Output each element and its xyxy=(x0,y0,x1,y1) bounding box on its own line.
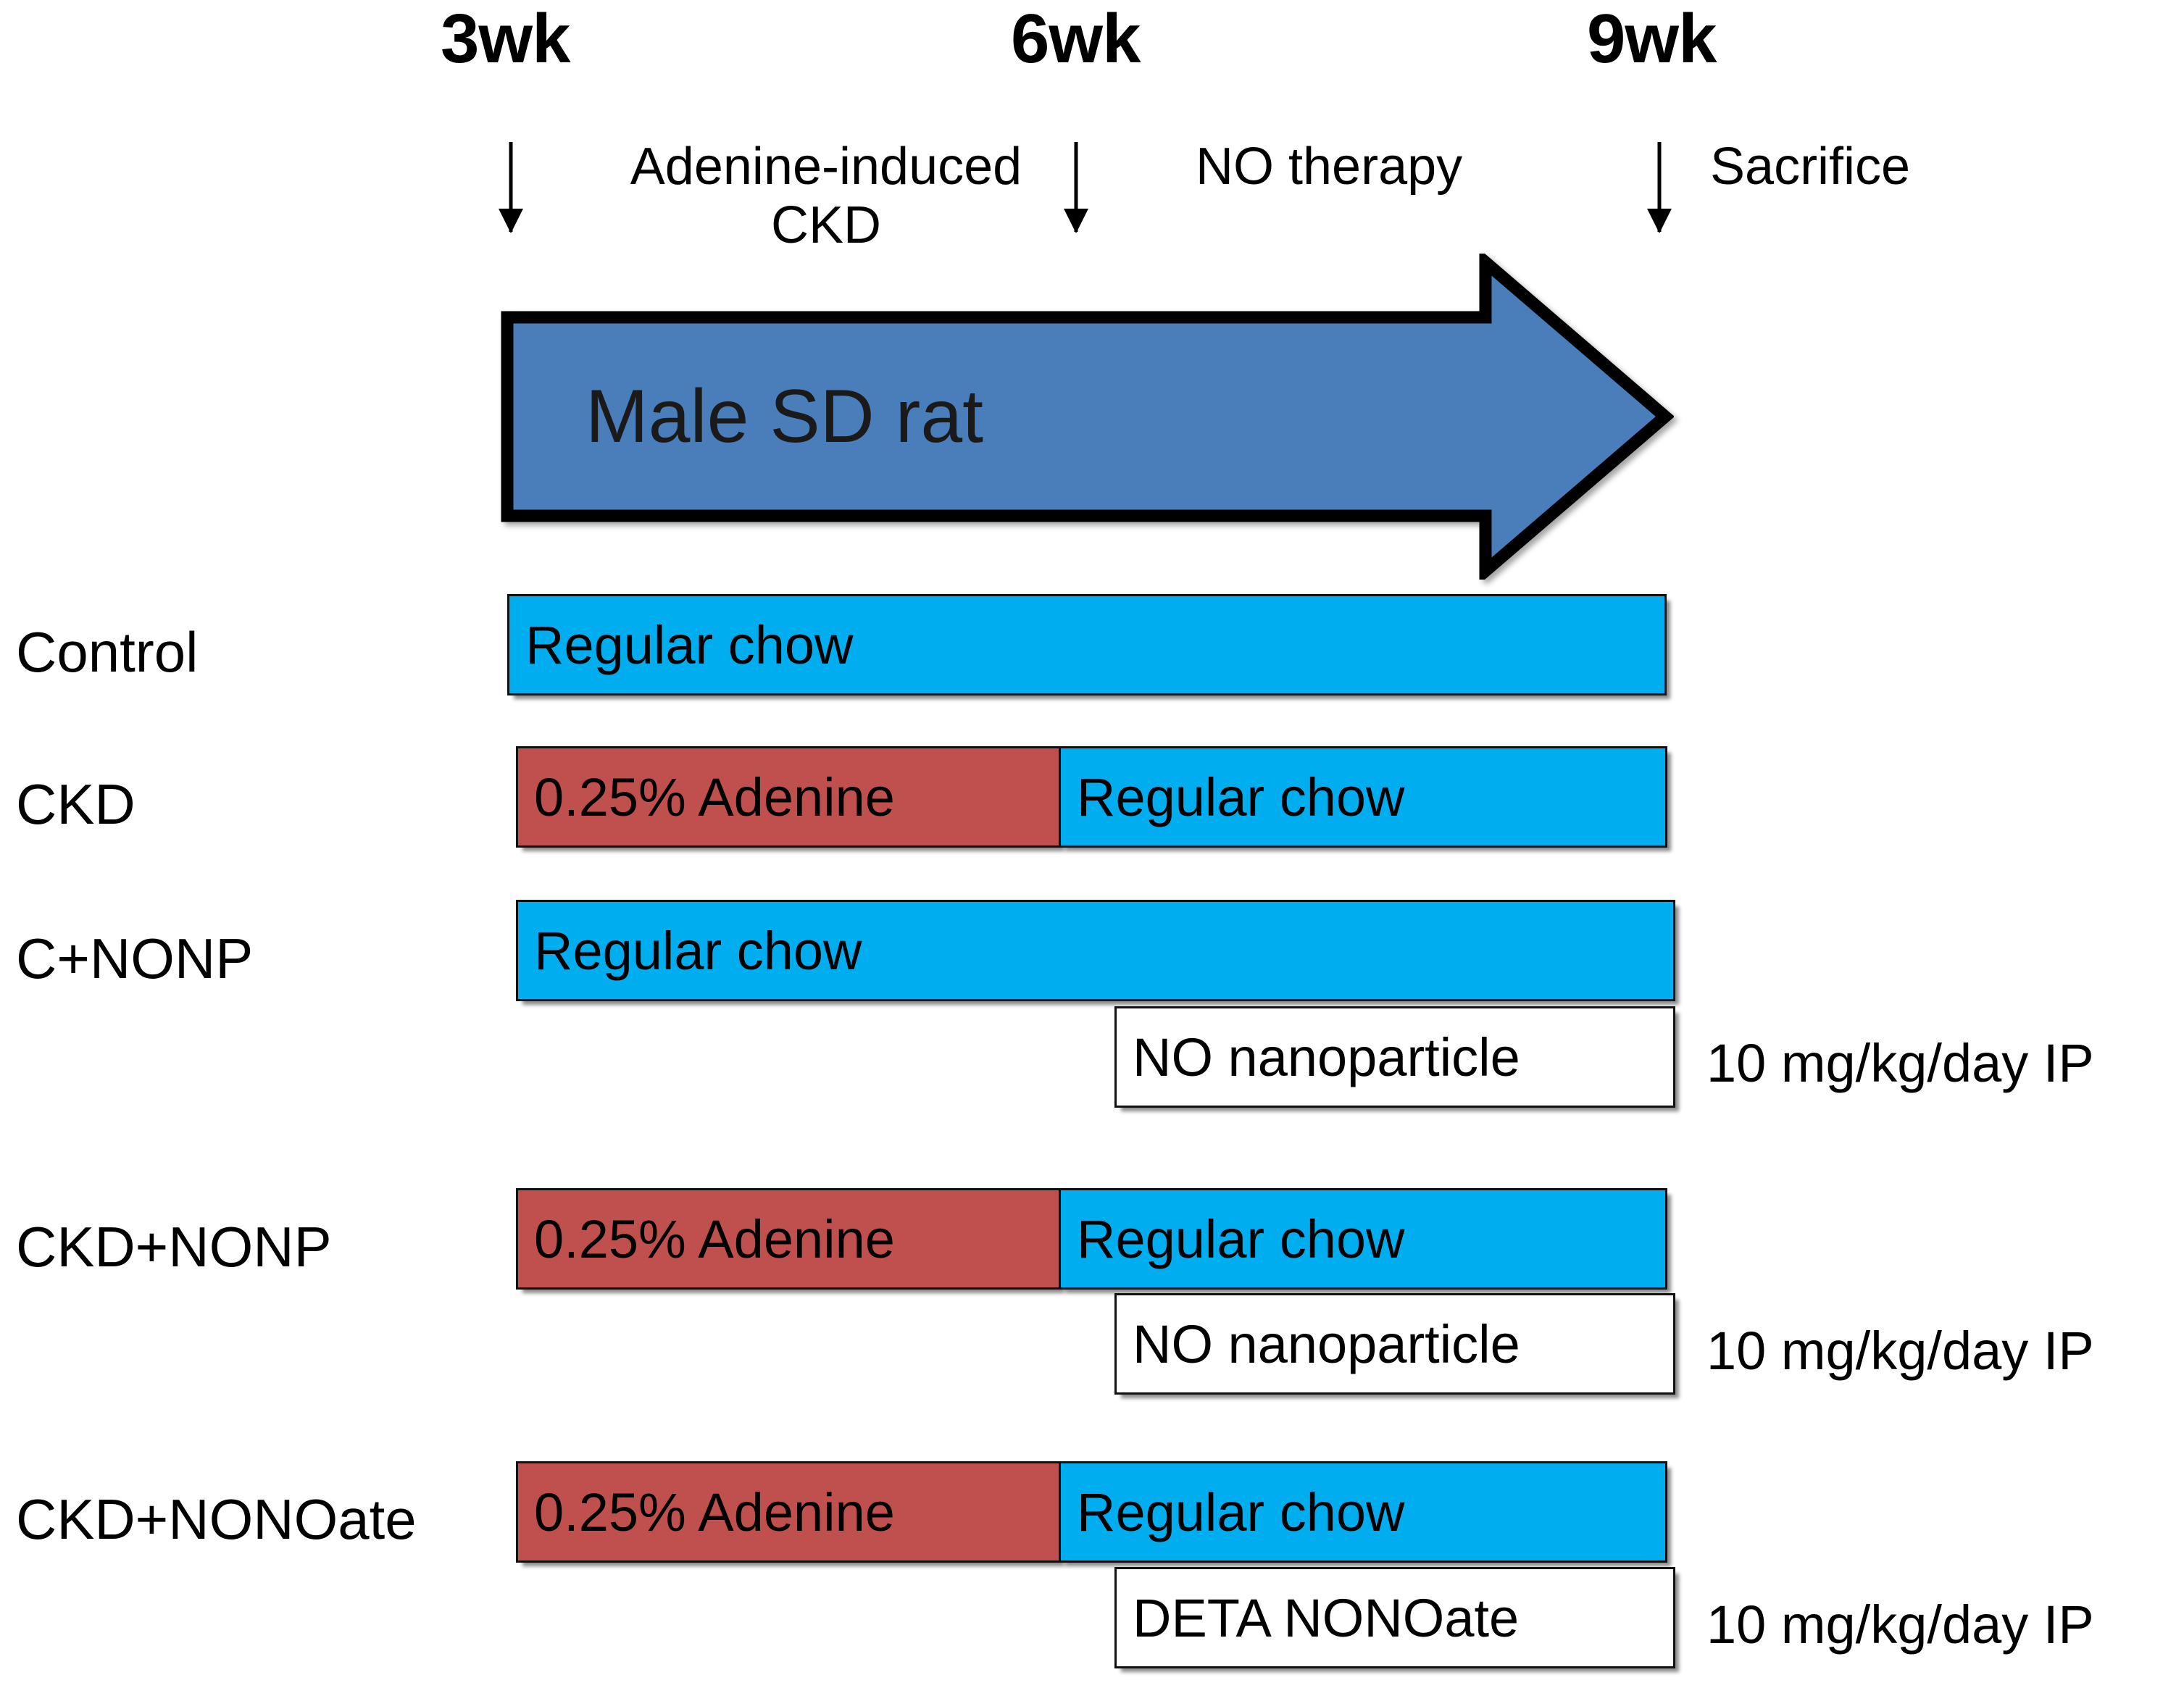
treatment-label: NO nanoparticle xyxy=(1133,1313,1520,1374)
bar-ckd-adenine: 0.25% Adenine xyxy=(516,746,1061,848)
timepoint-arrow-3wk-icon xyxy=(499,142,523,233)
arrow-head xyxy=(499,209,523,233)
bar-ckdnonoate-treatment: DETA NONOate xyxy=(1114,1567,1675,1668)
group-label-ckd: CKD xyxy=(16,772,136,836)
group-label-control: Control xyxy=(16,620,199,684)
bar-ckdnonp-regular-chow: Regular chow xyxy=(1059,1188,1667,1290)
treatment-label: NO nanoparticle xyxy=(1133,1027,1520,1087)
bar-label: Regular chow xyxy=(534,920,862,981)
study-duration-arrow: Male SD rat xyxy=(500,254,1674,580)
treatment-label: DETA NONOate xyxy=(1133,1587,1520,1648)
arrow-head xyxy=(1064,209,1088,233)
group-label-ckd-nonp: CKD+NONP xyxy=(16,1215,332,1279)
bar-label: Regular chow xyxy=(1077,1482,1405,1542)
animal-model-label: Male SD rat xyxy=(585,374,984,459)
bar-control-regular-chow: Regular chow xyxy=(507,594,1667,695)
timepoint-label-3wk: 3wk xyxy=(441,0,570,78)
bar-ckdnonoate-adenine: 0.25% Adenine xyxy=(516,1461,1061,1563)
bar-label: 0.25% Adenine xyxy=(534,766,895,827)
bar-ckdnonp-adenine: 0.25% Adenine xyxy=(516,1188,1061,1290)
arrow-shaft xyxy=(1657,142,1662,232)
timepoint-label-9wk: 9wk xyxy=(1587,0,1717,78)
timepoint-arrow-6wk-icon xyxy=(1064,142,1088,233)
phase-label-no-therapy: NO therapy xyxy=(1196,138,1463,196)
phase-label-sacrifice: Sacrifice xyxy=(1710,138,1911,196)
bar-cnonp-treatment: NO nanoparticle xyxy=(1114,1006,1675,1108)
phase-label-adenine-induced-ckd: Adenine-induced CKD xyxy=(594,138,1058,254)
dose-label-cnonp: 10 mg/kg/day IP xyxy=(1706,1033,2094,1093)
dose-label-ckdnonp: 10 mg/kg/day IP xyxy=(1706,1321,2094,1381)
arrow-head xyxy=(1647,209,1672,233)
bar-ckd-regular-chow: Regular chow xyxy=(1059,746,1667,848)
timepoint-label-6wk: 6wk xyxy=(1011,0,1141,78)
phase-label-line2: CKD xyxy=(770,196,881,254)
bar-label: Regular chow xyxy=(525,614,854,675)
arrow-shaft xyxy=(509,142,513,232)
arrow-caption-wrap: Male SD rat xyxy=(500,254,1674,580)
arrow-shaft xyxy=(1074,142,1078,232)
bar-label: 0.25% Adenine xyxy=(534,1482,895,1542)
arrow-shape-icon xyxy=(501,254,1674,580)
bar-label: Regular chow xyxy=(1077,1208,1405,1269)
bar-cnonp-regular-chow: Regular chow xyxy=(516,900,1675,1001)
timepoint-arrow-9wk-icon xyxy=(1647,142,1672,233)
bar-ckdnonp-treatment: NO nanoparticle xyxy=(1114,1293,1675,1395)
dose-label-ckdnonoate: 10 mg/kg/day IP xyxy=(1706,1595,2094,1655)
bar-ckdnonoate-regular-chow: Regular chow xyxy=(1059,1461,1667,1563)
group-label-c-nonp: C+NONP xyxy=(16,927,254,990)
phase-label-line1: Adenine-induced xyxy=(630,138,1022,196)
bar-label: 0.25% Adenine xyxy=(534,1208,895,1269)
bar-label: Regular chow xyxy=(1077,766,1405,827)
group-label-ckd-nonoate: CKD+NONOate xyxy=(16,1487,417,1551)
